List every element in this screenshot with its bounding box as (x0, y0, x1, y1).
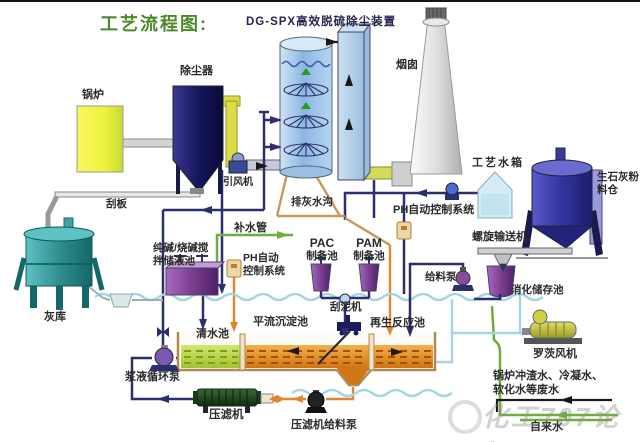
settling-basin-shape (176, 332, 437, 387)
boiler-label: 锅炉 (82, 89, 104, 101)
device-title: DG-SPX高效脱硫除尘装置 (246, 16, 397, 28)
lime-silo-label-line1: 生石灰粉 (597, 171, 639, 183)
makeup-pipe-label: 补水管 (234, 222, 267, 234)
ash-drain-label: 排灰水沟 (291, 196, 333, 208)
ph-left-label-line1: PH自动 (243, 252, 279, 264)
roots-blower-shape (522, 309, 582, 344)
ph-left-label: PH自动 控制系统 (243, 252, 285, 278)
alkali-tank-label-line1: 纯碱/烧碱搅 (153, 242, 209, 254)
mud-scraper-label: 刮泥机 (330, 301, 362, 313)
process-water-tank-label: 工艺水箱 (472, 157, 524, 169)
water-line-pump-shape (445, 182, 459, 200)
wastewater-label: 锅炉冲渣水、冷凝水、 软化水等废水 (493, 369, 603, 397)
slurry-pump-shape (149, 345, 179, 371)
scrubber-tower-shape (279, 36, 333, 179)
roots-blower-label: 罗茨风机 (533, 348, 577, 360)
lime-silo-shape (516, 147, 608, 259)
lime-silo-label: 生石灰粉 料仓 (597, 171, 639, 197)
pac-tank-label: PAC 制备池 (303, 237, 341, 263)
digestion-tank-shape (486, 265, 516, 298)
scraper-label: 刮板 (106, 198, 127, 210)
ph-right-label: PH自动控制系统 (393, 204, 475, 216)
pam-tank-label-line2: 制备池 (353, 250, 385, 262)
dust-collector-label: 除尘器 (180, 65, 213, 77)
regeneration-pool-label: 再生反应池 (370, 317, 425, 329)
process-water-tank-shape (477, 171, 513, 219)
pam-tank-label: PAM 制备池 (350, 237, 388, 263)
pac-tank-shape (310, 256, 332, 292)
tower-outlet-duct-shape (337, 22, 371, 182)
wastewater-label-line1: 锅炉冲渣水、冷凝水、 (493, 370, 603, 382)
slurry-valve (157, 327, 169, 337)
pac-tank-label-line1: PAC (309, 236, 335, 250)
slurry-pump-label: 浆液循环泵 (125, 371, 180, 383)
watermark-logo (448, 400, 482, 434)
alkali-tank-shape (164, 254, 226, 296)
pam-tank-label-line1: PAM (356, 236, 382, 250)
pac-tank-label-line2: 制备池 (306, 250, 338, 262)
ash-silo-shape (13, 217, 105, 310)
tap-water-label: 自来水 (530, 421, 563, 433)
screw-conveyor-label: 螺旋输送机 (472, 231, 527, 243)
feed-pump-label: 给料泵 (425, 271, 457, 283)
ph-sensor-left-shape (226, 259, 242, 278)
green-water-pipes (215, 233, 618, 422)
boiler-shape (76, 105, 124, 173)
pac-pam-dosing (319, 291, 371, 332)
alkali-tank-label-line2: 拌储液池 (153, 255, 195, 267)
induced-fan-shape (228, 152, 248, 174)
flow-arrows (157, 38, 572, 419)
lime-silo-label-line2: 料仓 (597, 184, 618, 196)
ph-left-label-line2: 控制系统 (243, 265, 285, 277)
filter-press-shape (193, 388, 274, 413)
chimney-label: 烟囱 (396, 59, 418, 71)
filter-press-label: 压滤机 (209, 409, 244, 421)
page-title: 工艺流程图: (100, 14, 208, 34)
ash-drain-channel (275, 173, 391, 247)
watermark-text: 化工707论坛 (482, 402, 622, 442)
wastewater-label-line2: 软化水等废水 (493, 384, 559, 396)
pam-tank-shape (358, 256, 380, 292)
sedimentation-pool-label: 平流沉淀池 (253, 316, 308, 328)
ph-sensor-right-shape (396, 221, 412, 240)
filter-feed-pump-label: 压滤机给料泵 (291, 419, 357, 431)
clear-pool-label: 清水池 (196, 328, 229, 340)
fan-label: 引风机 (223, 177, 253, 188)
alkali-tank-label: 纯碱/烧碱搅 拌储液池 (153, 242, 208, 268)
ash-silo-label: 灰库 (44, 311, 66, 323)
digestion-tank-label: 消化储存池 (511, 284, 564, 296)
filter-feed-pump-shape (269, 390, 327, 413)
feed-pump-shape (408, 262, 502, 332)
dust-collector-shape (172, 85, 224, 194)
chimney-shape (409, 7, 463, 175)
ash-silo-link (87, 285, 163, 308)
process-water-pipe (343, 191, 478, 222)
